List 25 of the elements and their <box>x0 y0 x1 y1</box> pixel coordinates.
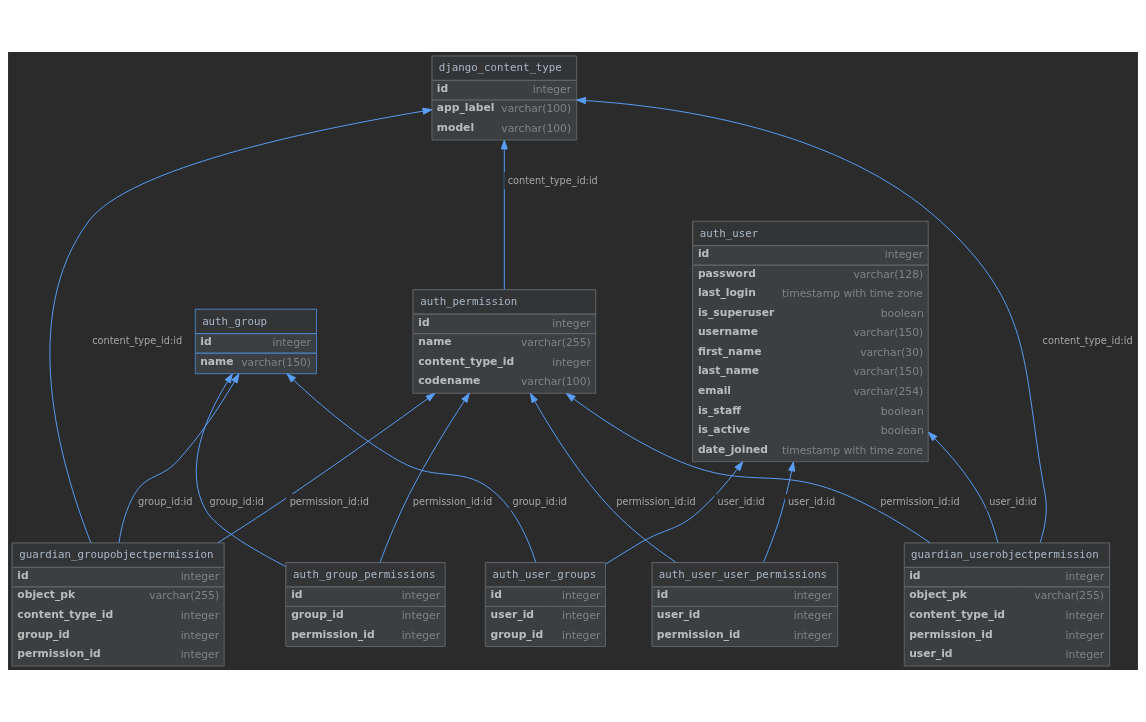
arrow <box>565 393 931 544</box>
edge-label: content_type_id:id <box>507 174 598 186</box>
edge-label: content_type_id:id <box>92 335 183 347</box>
arrow <box>529 393 677 563</box>
edge-label: permission_id:id <box>880 496 960 508</box>
edge-label: permission_id:id <box>289 496 369 508</box>
arrow <box>49 107 433 544</box>
edge-label: permission_id:id <box>616 496 696 508</box>
arrow <box>763 461 796 563</box>
edge-label: content_type_id:id <box>1042 335 1133 347</box>
arrow <box>217 392 436 544</box>
edge-label: group_id:id <box>512 496 567 508</box>
edge-label: user_id:id <box>787 496 836 508</box>
arrow <box>195 373 286 567</box>
arrow <box>605 461 744 565</box>
arrow <box>576 97 1047 544</box>
arrow <box>928 431 999 544</box>
edge-label: group_id:id <box>209 496 264 508</box>
edge-label: permission_id:id <box>412 496 493 508</box>
arrow <box>379 392 470 563</box>
edge-label: group_id:id <box>138 496 193 508</box>
arrow <box>118 373 240 544</box>
arrow <box>500 139 508 291</box>
edge-label: user_id:id <box>989 496 1037 508</box>
edge-label: user_id:id <box>717 496 765 508</box>
